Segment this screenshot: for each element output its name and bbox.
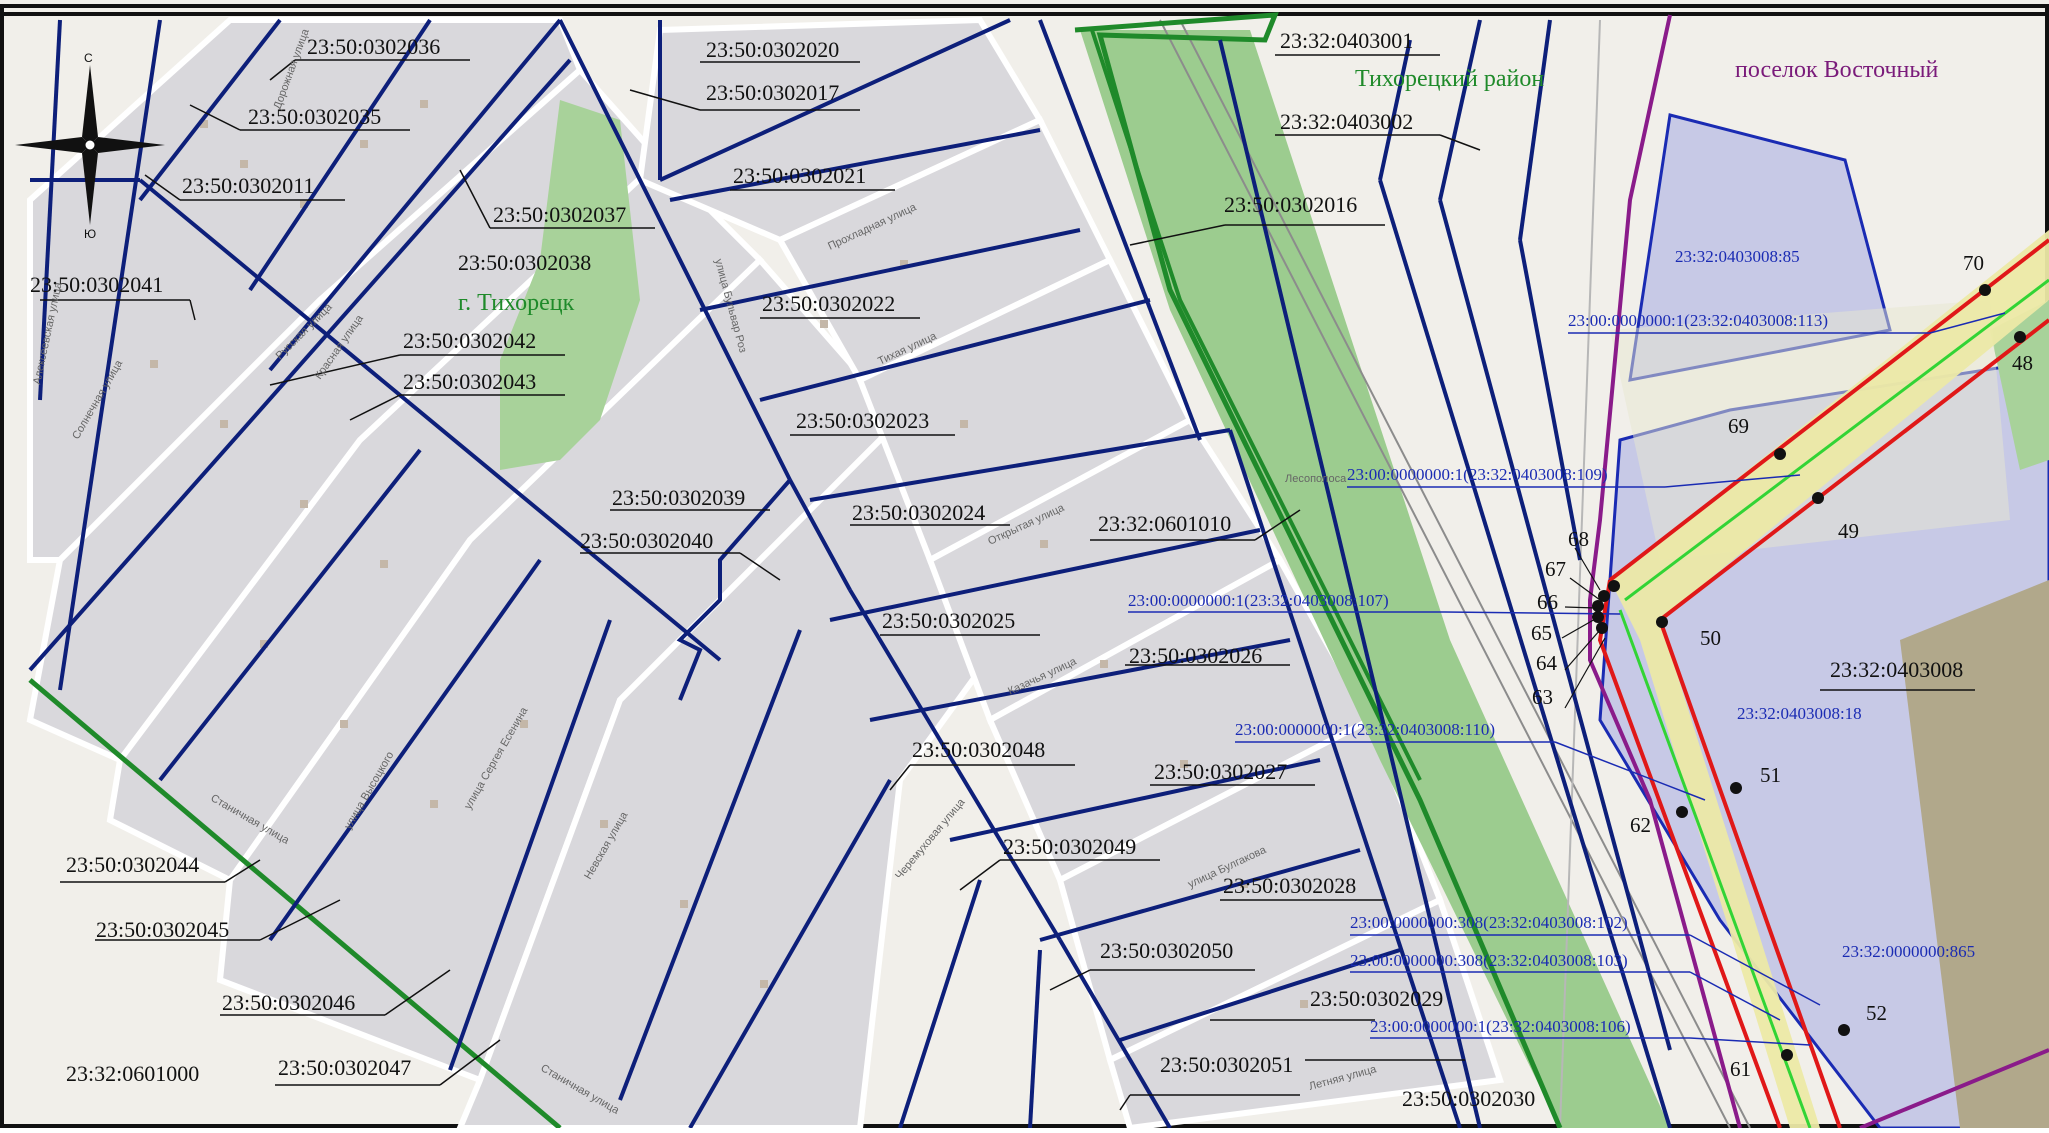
leader-lines (40, 54, 1975, 1111)
parcel-label-0302022[interactable]: 23:50:0302022 (762, 291, 895, 316)
red-line-north-1 (1608, 238, 2049, 582)
point-68: 68 (1568, 527, 1589, 551)
compass-south-label: Ю (84, 227, 96, 241)
settlement-boundary (1588, 14, 1742, 1129)
easement-label-109[interactable]: 23:00:0000000:1(23:32:0403008:109) (1347, 465, 1608, 484)
easement-label-110[interactable]: 23:00:0000000:1(23:32:0403008:110) (1235, 720, 1495, 739)
parcel-label-0302041[interactable]: 23:50:0302041 (30, 272, 163, 297)
parcel-label-0302035[interactable]: 23:50:0302035 (248, 104, 381, 129)
compass-icon (15, 65, 165, 225)
easement-leaders (1128, 312, 2006, 1046)
parcel-label-0302011[interactable]: 23:50:0302011 (182, 173, 314, 198)
parcel-label-0601000[interactable]: 23:32:0601000 (66, 1061, 199, 1086)
parcel-label-0302048[interactable]: 23:50:0302048 (912, 737, 1045, 762)
district-label: Тихорецкий район (1355, 66, 1544, 92)
parcel-label-0302026[interactable]: 23:50:0302026 (1129, 643, 1262, 668)
parcel-label-0302042[interactable]: 23:50:0302042 (403, 328, 536, 353)
parcel-label-0302036[interactable]: 23:50:0302036 (307, 34, 440, 59)
forest-strip-label: Лесополоса (1285, 473, 1347, 485)
parcel-label-0302027[interactable]: 23:50:0302027 (1154, 759, 1287, 784)
parcel-label-0302017[interactable]: 23:50:0302017 (706, 80, 839, 105)
point-67: 67 (1545, 557, 1566, 581)
parcel-label-0403008[interactable]: 23:32:0403008 (1830, 657, 1963, 682)
point-51: 51 (1760, 763, 1781, 787)
point-48: 48 (2012, 351, 2033, 375)
parcel-label-0302043[interactable]: 23:50:0302043 (403, 369, 536, 394)
settlement-label: поселок Восточный (1735, 57, 1939, 83)
parcel-label-0302051[interactable]: 23:50:0302051 (1160, 1052, 1293, 1077)
parcel-label-0302045[interactable]: 23:50:0302045 (96, 917, 229, 942)
easement-label-102[interactable]: 23:00:0000000:308(23:32:0403008:102) (1350, 913, 1628, 932)
point-66: 66 (1537, 590, 1558, 614)
point-52: 52 (1866, 1001, 1887, 1025)
point-61: 61 (1730, 1057, 1751, 1081)
parcel-label-0302050[interactable]: 23:50:0302050 (1100, 938, 1233, 963)
railway (1159, 19, 1751, 1129)
parcel-lines (28, 18, 1672, 1130)
parcel-label-0302030[interactable]: 23:50:0302030 (1402, 1086, 1535, 1111)
parcel-label-0302038[interactable]: 23:50:0302038 (458, 250, 591, 275)
parcel-label-0302049[interactable]: 23:50:0302049 (1003, 834, 1136, 859)
east-parcel-label-85[interactable]: 23:32:0403008:85 (1675, 247, 1800, 266)
point-64: 64 (1536, 651, 1558, 675)
red-line-south-2 (1658, 619, 1842, 1129)
parcel-label-0302044[interactable]: 23:50:0302044 (66, 852, 199, 877)
point-50: 50 (1700, 626, 1721, 650)
point-49: 49 (1838, 519, 1859, 543)
point-leaders (1561, 547, 1606, 709)
parcel-label-0302024[interactable]: 23:50:0302024 (852, 500, 985, 525)
forest-strip (1080, 30, 1670, 1128)
parcel-label-0403001[interactable]: 23:32:0403001 (1280, 28, 1413, 53)
parcel-label-0302039[interactable]: 23:50:0302039 (612, 485, 745, 510)
point-63: 63 (1532, 685, 1553, 709)
easement-label-107[interactable]: 23:00:0000000:1(23:32:0403008:107) (1128, 591, 1389, 610)
point-70: 70 (1963, 251, 1984, 275)
district-boundary (1074, 12, 1563, 1129)
parcel-label-0302025[interactable]: 23:50:0302025 (882, 608, 1015, 633)
parcel-label-0302040[interactable]: 23:50:0302040 (580, 528, 713, 553)
easement-label-106[interactable]: 23:00:0000000:1(23:32:0403008:106) (1370, 1017, 1631, 1036)
parcel-label-0302021[interactable]: 23:50:0302021 (733, 163, 866, 188)
survey-point-markers (1592, 284, 2026, 1061)
city-park (500, 100, 640, 470)
compass-north-label: С (84, 51, 93, 65)
easement-label-113[interactable]: 23:00:0000000:1(23:32:0403008:113) (1568, 311, 1828, 330)
parcel-label-0302047[interactable]: 23:50:0302047 (278, 1055, 411, 1080)
point-69: 69 (1728, 414, 1749, 438)
point-62: 62 (1630, 813, 1651, 837)
parcel-label-0302023[interactable]: 23:50:0302023 (796, 408, 929, 433)
parcel-label-0302029[interactable]: 23:50:0302029 (1310, 986, 1443, 1011)
city-label: г. Тихорецк (458, 290, 575, 316)
east-parcel-label-865[interactable]: 23:32:0000000:865 (1842, 942, 1975, 961)
pipeline-north (1624, 278, 2049, 602)
district-boundary-inner (1090, 29, 1422, 781)
red-line-north-2 (1658, 318, 2049, 622)
east-parcel-label-18[interactable]: 23:32:0403008:18 (1737, 704, 1862, 723)
easement-label-103[interactable]: 23:00:0000000:308(23:32:0403008:103) (1350, 951, 1628, 970)
parcel-label-0403002[interactable]: 23:32:0403002 (1280, 109, 1413, 134)
settlement-boundary-south (1859, 1048, 2049, 1130)
point-65: 65 (1531, 621, 1552, 645)
pipeline-south (1618, 609, 1812, 1129)
parcel-label-0302016[interactable]: 23:50:0302016 (1224, 192, 1357, 217)
parcel-label-0302037[interactable]: 23:50:0302037 (493, 202, 626, 227)
parcel-east-agri (1900, 580, 2049, 1128)
parcel-label-0601010[interactable]: 23:32:0601010 (1098, 511, 1231, 536)
parcel-label-0302046[interactable]: 23:50:0302046 (222, 990, 355, 1015)
parcel-label-0302028[interactable]: 23:50:0302028 (1223, 873, 1356, 898)
east-green (1990, 300, 2049, 470)
parcel-label-0302020[interactable]: 23:50:0302020 (706, 37, 839, 62)
